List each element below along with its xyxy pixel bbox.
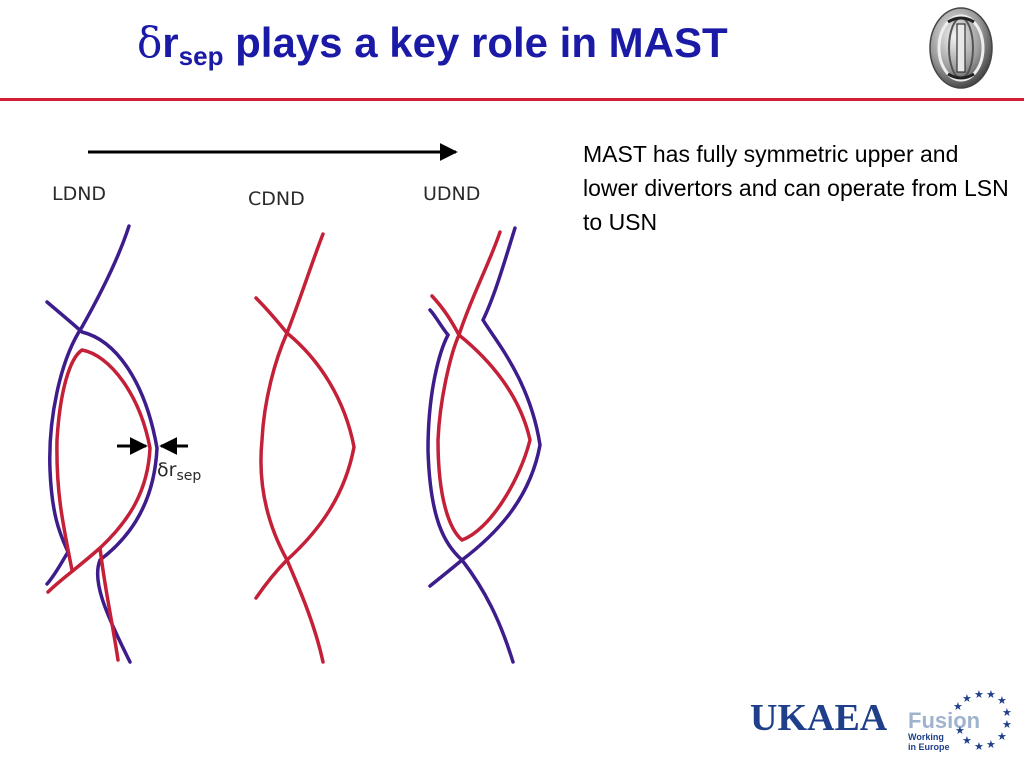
svg-text:★: ★	[953, 700, 963, 713]
title-subscript: sep	[178, 41, 224, 71]
ldnd-outer-separatrix	[45, 224, 159, 664]
ldnd-inner-separatrix	[46, 348, 152, 662]
in-europe-text: in Europe	[908, 742, 950, 752]
title-delta: δ	[137, 18, 163, 67]
slide-title: δrsep plays a key role in MAST	[137, 18, 728, 72]
cdnd-upper-legs	[254, 232, 325, 335]
svg-text:★: ★	[1002, 706, 1012, 719]
svg-text:★: ★	[962, 734, 972, 747]
working-text: Working	[908, 732, 944, 742]
delta-sub: sep	[176, 468, 201, 484]
svg-text:★: ★	[986, 688, 996, 701]
delta-rsep-label: δrsep	[157, 459, 201, 484]
svg-text:★: ★	[986, 738, 996, 751]
title-r: r	[162, 19, 179, 66]
fusion-wordmark: Fusion	[908, 708, 980, 733]
svg-text:★: ★	[955, 724, 965, 737]
udnd-inner-separatrix	[430, 230, 532, 542]
delta-rsep-marker: δrsep	[117, 437, 201, 484]
title-divider	[0, 98, 1024, 101]
udnd-outer-separatrix	[426, 226, 542, 664]
cdnd-lower-legs	[254, 558, 325, 664]
cdnd-separatrix	[254, 232, 356, 664]
delta-symbol: δ	[157, 459, 169, 481]
svg-text:★: ★	[997, 694, 1007, 707]
mast-logo-icon	[929, 7, 993, 89]
svg-text:★: ★	[997, 730, 1007, 743]
ldnd-separatrix	[45, 224, 159, 664]
body-text: MAST has fully symmetric upper and lower…	[583, 141, 1009, 235]
svg-text:★: ★	[974, 740, 984, 753]
svg-text:★: ★	[1002, 718, 1012, 731]
eu-stars-icon: ★★★ ★★★ ★★★ ★★★	[953, 688, 1012, 753]
label-udnd: UDND	[423, 183, 480, 205]
label-cdnd: CDND	[248, 188, 305, 210]
ukaea-wordmark: UKAEA	[750, 697, 888, 739]
svg-text:★: ★	[974, 688, 984, 701]
separatrix-diagram: LDND CDND UDND δrsep	[45, 143, 542, 664]
cdnd-core	[259, 331, 356, 563]
ukaea-fusion-logo: UKAEA Fusion Working in Europe ★★★ ★★★ ★…	[750, 688, 1012, 753]
delta-r: r	[169, 459, 177, 481]
svg-text:★: ★	[962, 692, 972, 705]
label-ldnd: LDND	[52, 183, 106, 205]
title-rest: plays a key role in MAST	[223, 19, 728, 66]
udnd-separatrix	[426, 226, 542, 664]
